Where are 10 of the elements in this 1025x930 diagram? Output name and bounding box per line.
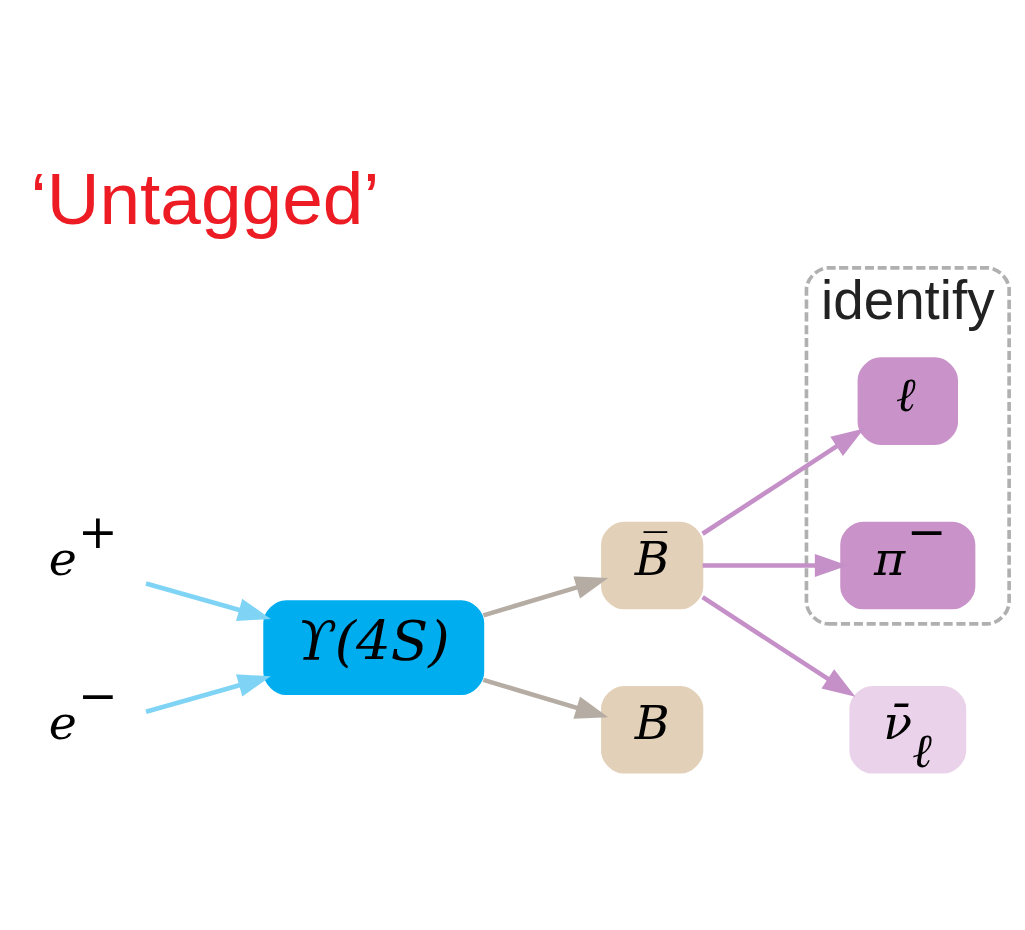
node-box: ℓ xyxy=(857,356,958,445)
arrow xyxy=(145,673,271,714)
node-box: ϒ(4S) xyxy=(263,599,485,695)
arrow xyxy=(701,594,856,697)
node-box: B̅ xyxy=(601,521,704,609)
arrow xyxy=(145,580,271,621)
diagram-title: ‘Untagged’ xyxy=(30,157,380,239)
arrow xyxy=(482,575,609,618)
node-box: B xyxy=(601,685,704,774)
arrow xyxy=(482,677,609,719)
